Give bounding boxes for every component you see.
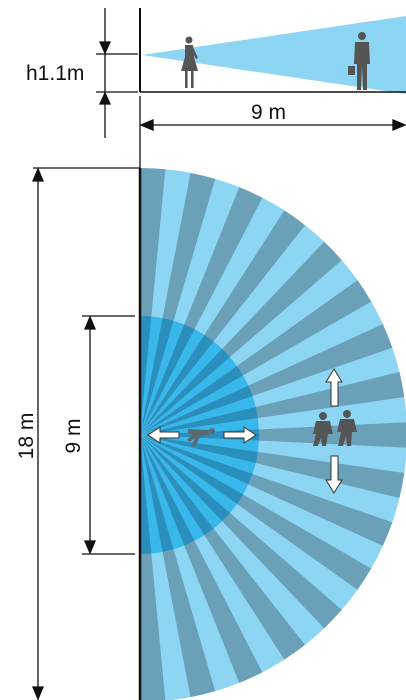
inner-fan-wedge [139, 435, 152, 555]
inner-fan-wedge [140, 435, 253, 485]
total-width-label: 18 m [15, 413, 38, 460]
inner-fan-wedge [140, 435, 249, 495]
side-beam [142, 16, 406, 94]
inner-fan-wedge [140, 329, 205, 435]
inner-fan-wedge [140, 406, 258, 435]
inner-fan-wedge [140, 435, 244, 505]
man-with-briefcase-icon [348, 32, 370, 90]
side-range-label: 9 m [251, 101, 286, 124]
inner-fan-wedge [140, 316, 163, 435]
inner-fan-wedge [140, 435, 214, 536]
inner-fan-wedge [140, 375, 249, 435]
walking-people-icon [313, 410, 357, 446]
inner-fan-wedge [140, 435, 237, 514]
inner-fan-wedge [140, 435, 258, 464]
inner-fan-wedge [140, 348, 231, 435]
inner-fan-wedge [140, 324, 195, 435]
inner-fan-wedge [140, 435, 256, 475]
vertical-arrows-icon [325, 368, 343, 494]
inner-fan-wedge [140, 435, 223, 529]
side-view: h1.1m 9 m [26, 8, 406, 168]
inner-fan-wedge [140, 334, 214, 435]
inner-fan-wedge [140, 435, 195, 546]
inner-fan-wedge [140, 385, 253, 435]
crawling-person-icon [187, 428, 215, 447]
mount-height-label: h1.1m [26, 62, 84, 85]
inner-detection-fan [139, 316, 260, 555]
top-view: 18 m 9 m [15, 167, 406, 700]
inner-width-label: 9 m [62, 418, 85, 453]
inner-fan-wedge [140, 318, 174, 435]
inner-fan-wedge [140, 435, 163, 554]
inner-fan-wedge [140, 320, 185, 435]
inner-fan-wedge [140, 396, 256, 435]
horizontal-arrows-icon [147, 426, 257, 444]
inner-fan-wedge [140, 435, 185, 550]
inner-fan-wedge [140, 341, 223, 435]
total-width-dimension [32, 167, 140, 700]
range-dimension [139, 96, 406, 168]
inner-fan-wedge [140, 435, 205, 541]
inner-fan-wedge [140, 435, 174, 552]
inner-width-dimension [82, 315, 135, 555]
inner-fan-wedge [140, 435, 230, 522]
inner-fan-wedge [140, 365, 244, 435]
woman-walking-icon [181, 36, 198, 88]
inner-fan-wedge [140, 357, 238, 435]
height-dimension [96, 8, 138, 138]
